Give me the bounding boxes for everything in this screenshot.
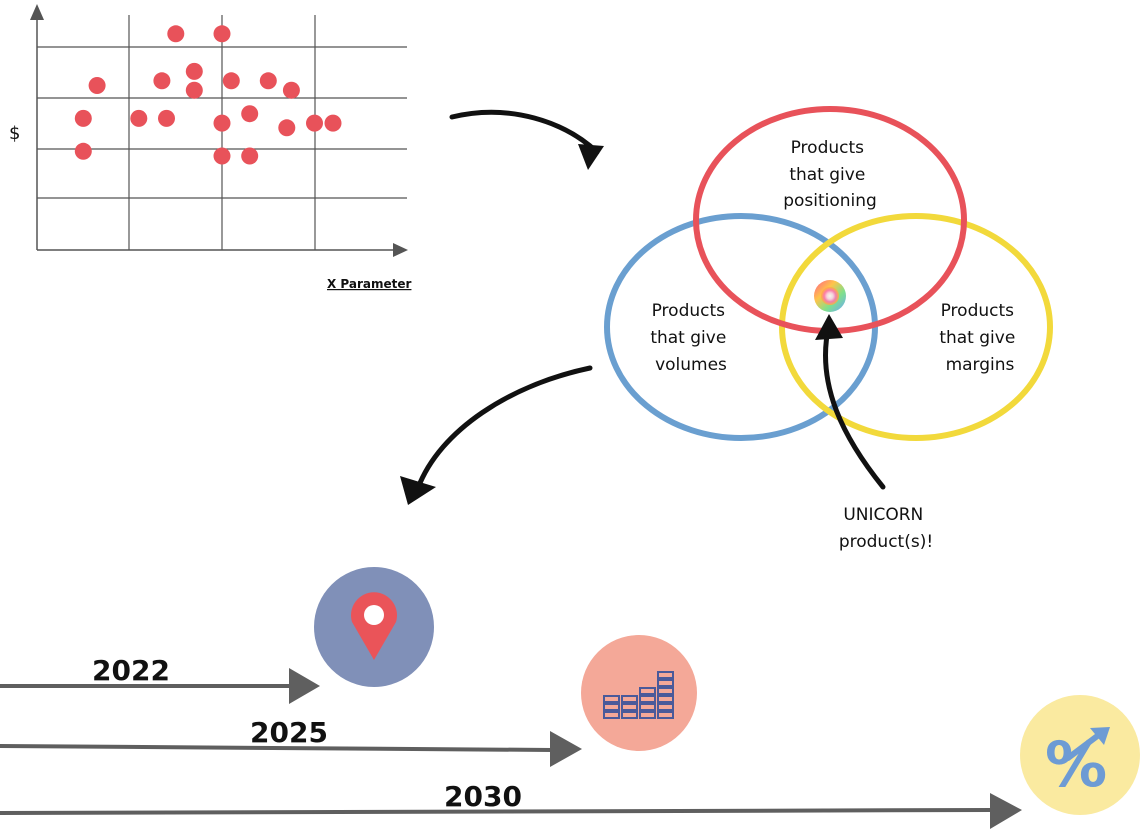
bar-block <box>657 695 674 703</box>
timeline-row-2022: 2022 <box>0 567 434 704</box>
scatter-point <box>282 81 300 99</box>
bar-block <box>621 703 638 711</box>
scatter-point <box>153 72 171 90</box>
bar-block <box>657 687 674 695</box>
venn-label-right: Products that give margins <box>939 301 1020 375</box>
timeline: 2022 2025 2030 % <box>0 567 1140 829</box>
bar-block <box>621 695 638 703</box>
bar-chart-icon <box>603 671 674 719</box>
scatter-grid <box>37 15 407 250</box>
scatter-point <box>306 114 323 132</box>
x-axis-arrowhead <box>393 243 408 257</box>
bar-block <box>639 711 656 719</box>
bar-block <box>639 703 656 711</box>
unicorn-label: UNICORN product(s)! <box>839 505 933 552</box>
scatter-point <box>259 72 277 90</box>
scatter-point <box>241 147 259 165</box>
scatter-plot: $ X Parameter <box>9 4 412 291</box>
percent-growth-icon: % <box>1045 727 1110 801</box>
venn-diagram: Products that give positioning Products … <box>604 106 1053 552</box>
x-axis-label: X Parameter <box>327 277 412 291</box>
unicorn-orb-glow <box>821 287 839 305</box>
scatter-point <box>278 119 296 137</box>
arrow-to-timeline <box>400 365 593 505</box>
y-axis-arrowhead <box>30 4 44 20</box>
scatter-point <box>222 72 240 90</box>
scatter-point <box>130 109 148 127</box>
scatter-point <box>324 114 342 132</box>
bar-block <box>657 703 674 711</box>
timeline-arrowhead <box>289 668 320 704</box>
scatter-point <box>213 114 231 132</box>
year-label-2022: 2022 <box>92 654 170 687</box>
timeline-row-2025: 2025 <box>0 635 697 767</box>
scatter-point <box>167 25 185 43</box>
scatter-point <box>74 142 92 160</box>
scatter-points <box>74 25 342 165</box>
unicorn-arrow <box>815 314 886 490</box>
y-axis-label: $ <box>9 123 20 144</box>
arrow-to-venn <box>449 109 604 170</box>
scatter-point <box>185 81 203 99</box>
scatter-point <box>185 62 203 80</box>
bar-block <box>639 695 656 703</box>
scatter-point <box>74 109 92 127</box>
timeline-arrowhead <box>550 731 582 767</box>
scatter-point <box>241 105 259 123</box>
bar-block <box>657 671 674 679</box>
venn-circle-margins <box>779 213 1053 441</box>
scatter-point <box>158 109 175 127</box>
timeline-row-2030: 2030 % <box>0 695 1140 829</box>
year-label-2025: 2025 <box>250 716 328 749</box>
scatter-point <box>213 147 231 165</box>
year-label-2030: 2030 <box>444 780 522 813</box>
scatter-axes <box>30 4 408 257</box>
bar-block <box>657 711 674 719</box>
venn-label-left: Products that give volumes <box>650 301 731 375</box>
bar-block <box>621 711 638 719</box>
bar-block <box>639 687 656 695</box>
bar-block <box>603 695 620 703</box>
venn-label-top: Products that give positioning <box>783 138 877 211</box>
bar-block <box>603 703 620 711</box>
scatter-point <box>213 25 231 43</box>
timeline-arrowhead <box>990 793 1022 829</box>
map-pin-icon <box>351 592 397 660</box>
bar-block <box>603 711 620 719</box>
milestone-circle-2030 <box>1020 695 1140 815</box>
scatter-point <box>88 77 106 94</box>
bar-block <box>657 679 674 687</box>
